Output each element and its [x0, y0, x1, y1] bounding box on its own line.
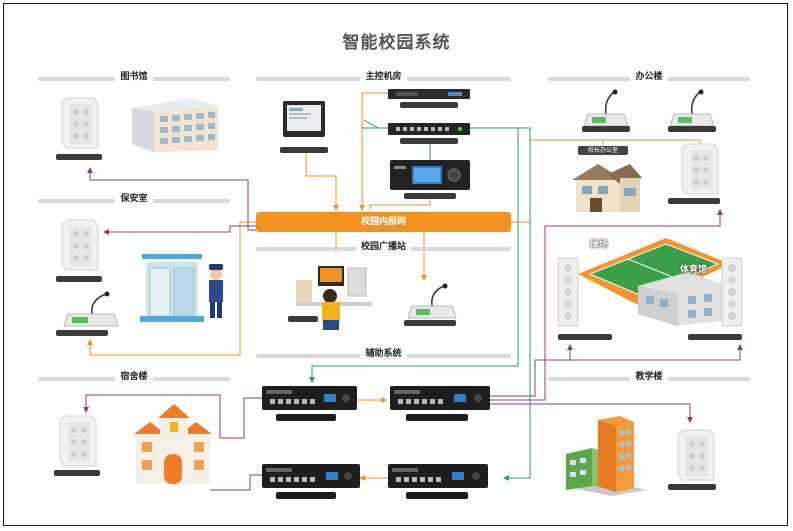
control-computer-tag	[280, 147, 328, 153]
library-building	[132, 98, 218, 152]
section-office-label: 办公楼	[630, 72, 668, 82]
principal-office-badge: 校长办公室	[578, 146, 628, 155]
speaker-library	[61, 97, 99, 149]
section-teaching-header: 教学楼	[548, 370, 750, 382]
paging-mic-office-2-tag	[668, 126, 716, 132]
paging-mic-security-tag	[56, 330, 108, 336]
section-security-label: 保安室	[115, 194, 153, 204]
section-library-label: 图书馆	[115, 72, 153, 82]
line-computer-hub	[305, 150, 339, 211]
paging-mic-broadcast	[408, 283, 457, 319]
broadcast-operator-tag	[288, 316, 318, 322]
section-office-header: 办公楼	[548, 70, 750, 82]
network-switch	[388, 123, 470, 135]
speaker-security-tag	[56, 276, 102, 282]
broadcast-operator-desk	[296, 266, 372, 330]
column-speaker-left	[557, 257, 579, 327]
line-server-hub	[359, 92, 388, 211]
aux-amplifier-4-tag	[406, 492, 468, 499]
aux-amplifier-4	[388, 464, 488, 488]
aux-amplifier-3-tag	[276, 492, 336, 499]
speaker-security	[61, 219, 99, 271]
speaker-dormitory	[59, 415, 97, 467]
section-control-room-header: 主控机房	[256, 70, 511, 82]
speaker-library-tag	[56, 154, 102, 160]
speaker-teaching-tag	[668, 484, 716, 490]
section-dormitory-label: 宿舍楼	[115, 372, 153, 382]
section-teaching-label: 教学楼	[630, 372, 668, 382]
security-booth	[140, 254, 223, 322]
section-control-room-label: 主控机房	[360, 72, 407, 82]
column-speaker-right-tag	[688, 334, 742, 340]
villa-building	[572, 164, 642, 212]
aux-amplifier-2	[390, 386, 490, 410]
column-speaker-right	[721, 257, 743, 327]
section-library-header: 图书馆	[38, 70, 230, 82]
paging-mic-security	[63, 291, 119, 327]
paging-mic-office-1	[584, 89, 628, 127]
diagram-title: 智能校园系统	[342, 33, 451, 53]
server-unit	[388, 89, 470, 99]
speaker-office-tag	[668, 198, 720, 204]
aux-amplifier-2-tag	[406, 414, 468, 421]
section-broadcast-label: 校园广播站	[355, 242, 411, 252]
control-computer	[283, 101, 325, 137]
gym-label: 体育馆	[680, 265, 708, 275]
network-switch-tag	[400, 138, 458, 144]
section-auxiliary-header: 辅助系统	[256, 347, 511, 359]
column-speaker-left-tag	[558, 334, 612, 340]
aux-amplifier-1-tag	[276, 414, 336, 421]
broadcast-host-tag	[404, 193, 456, 199]
aux-amplifier-3	[262, 464, 360, 488]
section-broadcast-header: 校园广播站	[256, 240, 511, 252]
section-dormitory-header: 宿舍楼	[38, 370, 230, 382]
playground-label: 操场	[590, 240, 609, 250]
paging-mic-office-2	[670, 89, 714, 127]
section-security-header: 保安室	[38, 192, 230, 204]
speaker-dormitory-tag	[54, 470, 100, 476]
dormitory-building	[134, 404, 212, 484]
section-auxiliary-label: 辅助系统	[360, 349, 407, 359]
campus-network-hub: 校园内部网	[256, 212, 511, 232]
teaching-building	[566, 416, 646, 496]
server-unit-tag	[400, 102, 458, 108]
paging-mic-broadcast-tag	[404, 320, 456, 326]
broadcast-host-controller	[390, 160, 470, 190]
paging-mic-office-1-tag	[582, 126, 630, 132]
aux-amplifier-1	[262, 386, 357, 410]
playground-gym	[578, 238, 730, 326]
speaker-teaching	[677, 429, 715, 481]
speaker-office	[681, 143, 719, 195]
